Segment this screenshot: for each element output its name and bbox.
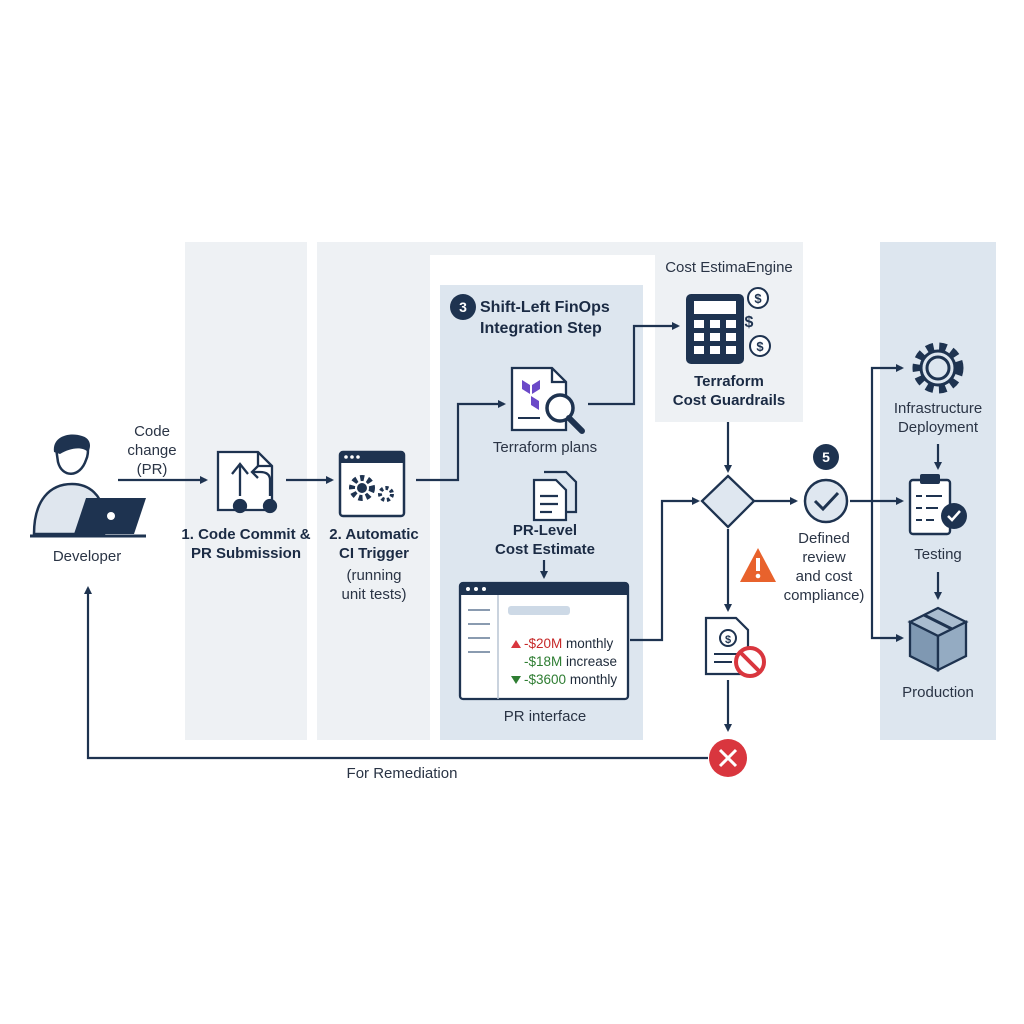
pr-row-2: -$18M increase: [524, 654, 618, 669]
svg-text:$: $: [754, 291, 762, 306]
gear-icon: [912, 342, 964, 394]
pr-interface-label: PR interface: [503, 708, 587, 725]
infra-deployment-label: Infrastructure Deployment: [893, 400, 983, 436]
step-3-badge: 3: [450, 294, 476, 320]
terraform-plans-label: Terraform plans: [492, 439, 598, 456]
developer-icon: [30, 434, 146, 538]
developer-label: Developer: [52, 548, 122, 565]
terraform-plan-icon: [510, 366, 585, 434]
calculator-icon: $ $ $: [686, 287, 771, 364]
testing-clipboard-icon: [908, 474, 967, 536]
rejected-icon: [709, 739, 747, 777]
blocked-cost-doc-icon: $: [704, 616, 766, 678]
cost-estimate-doc-icon: [532, 470, 578, 522]
stage1-label: 1. Code Commit & PR Submission: [181, 526, 311, 562]
step-5-badge: 5: [813, 444, 839, 470]
testing-label: Testing: [914, 546, 962, 563]
svg-text:$: $: [745, 314, 754, 331]
git-commit-icon: [216, 450, 278, 514]
engine-title: Cost EstimaEngine: [665, 259, 793, 276]
warning-icon: [740, 548, 776, 582]
svg-text:$: $: [725, 634, 731, 646]
pr-level-estimate-label: PR-Level Cost Estimate: [494, 522, 596, 558]
code-change-label: Code change (PR): [127, 423, 177, 478]
ci-pipeline-icon: [338, 450, 406, 518]
stage2-label: 2. Automatic CI Trigger (running unit te…: [329, 526, 419, 603]
pr-interface-window: [458, 581, 630, 701]
review-label: Defined review and cost compliance): [783, 530, 865, 604]
remediation-label: For Remediation: [346, 765, 458, 782]
production-label: Production: [902, 684, 974, 701]
production-box-icon: [907, 606, 969, 672]
pr-row-1: -$20M monthly: [524, 636, 614, 651]
svg-text:$: $: [756, 339, 764, 354]
flow-connectors: [84, 322, 942, 760]
approved-check-icon: [803, 478, 849, 524]
engine-label: Terraform Cost Guardrails: [672, 373, 786, 409]
stage3-title: Shift-Left FinOps Integration Step: [480, 299, 610, 337]
decision-diamond: [700, 474, 756, 529]
pr-row-3: -$3600 monthly: [524, 672, 618, 687]
